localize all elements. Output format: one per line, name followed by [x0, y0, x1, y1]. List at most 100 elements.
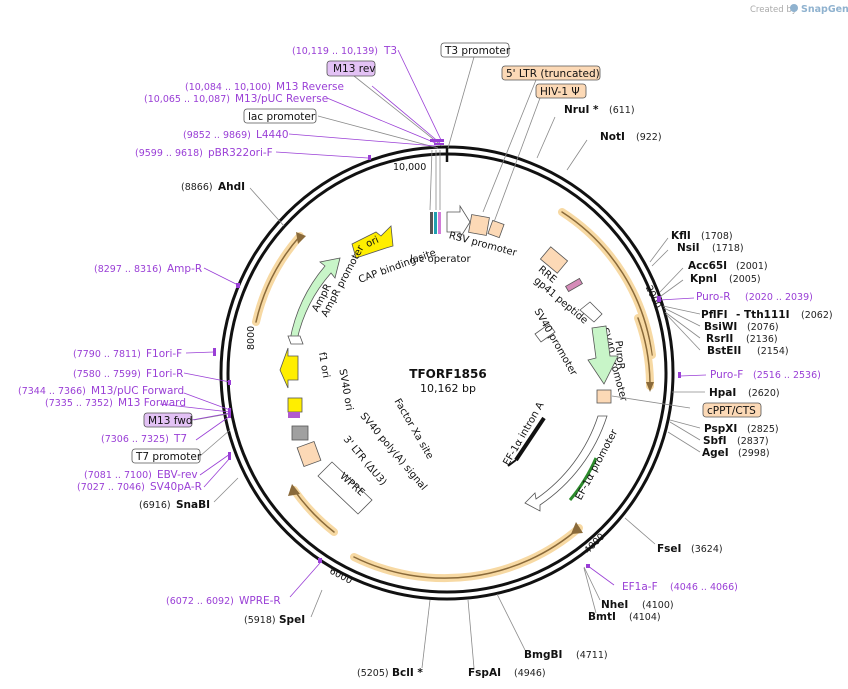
primer-position: (2516 .. 2536)	[753, 370, 821, 381]
sv40-polya-feature	[291, 425, 309, 441]
ef1a-promoter-highlight	[568, 457, 598, 501]
t3-promoter-label: T3 promoter	[444, 45, 511, 57]
m13-fwd-label: M13 fwd	[148, 415, 193, 427]
boxed-annotations: M13 rev T3 promoter 5' LTR (truncated) H…	[131, 42, 762, 464]
primer-position: (9852 .. 9869)	[183, 130, 251, 141]
puror-label: PuroR	[612, 340, 626, 370]
site-position: (2076)	[747, 322, 779, 333]
site-name-secondary: - Tth111I	[736, 309, 790, 321]
t3-promoter-box	[440, 42, 510, 58]
primer-name: M13 Forward	[118, 397, 186, 409]
primer-name: M13 Reverse	[276, 81, 344, 93]
t7-promoter-box	[131, 448, 201, 464]
site-position: (2825)	[747, 424, 779, 435]
site-position: (2005)	[729, 274, 761, 285]
cppt-feature	[596, 389, 612, 404]
primer-name: pBR322ori-F	[208, 147, 273, 159]
primer-name: EBV-rev	[157, 469, 198, 481]
primer-position: (4046 .. 4066)	[670, 582, 738, 593]
primer-position: (10,065 .. 10,087)	[144, 94, 230, 105]
ef1a-intron-label: EF-1α intron A	[501, 400, 546, 467]
primer-name: Puro-R	[696, 291, 731, 303]
m13-fwd-box	[143, 412, 193, 428]
primer-position: (7306 .. 7325)	[101, 434, 169, 445]
primer-position: (7344 .. 7366)	[18, 386, 86, 397]
sv40-polya-label: SV40 poly(A) signal	[358, 411, 429, 493]
orf-arrowhead	[646, 382, 654, 392]
site-position: (2620)	[748, 388, 780, 399]
site-name: SpeI	[279, 614, 305, 626]
site-name: FseI	[657, 543, 681, 555]
tick-label: 10,000	[393, 162, 426, 173]
rsv-promoter-feature	[446, 204, 471, 240]
primer-leader-lines	[159, 49, 707, 598]
wpre-feature	[317, 461, 373, 515]
site-position: (4100)	[642, 600, 674, 611]
sv40-ori-label: SV40 ori	[336, 368, 354, 411]
rre-feature	[539, 246, 569, 274]
primer-position: (10,119 .. 10,139)	[292, 46, 378, 57]
primer-name: EF1a-F	[622, 581, 658, 593]
orf-arcs	[252, 208, 656, 583]
plasmid-name: TFORF1856	[409, 367, 486, 381]
orf-arrowhead	[296, 232, 306, 244]
site-position: (922)	[636, 132, 662, 143]
site-name: FspAI	[468, 667, 501, 679]
tick-label: 8000	[246, 326, 257, 350]
site-position: (4104)	[629, 612, 661, 623]
snapgene-logo-icon	[790, 4, 798, 12]
site-name: HpaI	[709, 387, 736, 399]
primer-name: WPRE-R	[239, 595, 281, 607]
site-name: NruI *	[564, 104, 599, 116]
plasmid-length: 10,162 bp	[420, 382, 476, 395]
primer-position: (9599 .. 9618)	[135, 148, 203, 159]
hiv-psi-label: HIV-1 Ψ	[540, 86, 580, 98]
cppt-label: cPPT/CTS	[707, 405, 756, 417]
site-name: BsiWI	[704, 321, 737, 333]
primer-name: M13/pUC Reverse	[235, 93, 328, 105]
site-name: AgeI	[702, 447, 729, 459]
t7-promoter-label: T7 promoter	[135, 451, 202, 463]
site-name: Acc65I	[688, 260, 727, 272]
site-position: (1708)	[701, 231, 733, 242]
site-name: SnaBI	[176, 499, 210, 511]
site-name: NotI	[600, 131, 625, 143]
primer-name: Puro-F	[710, 369, 743, 381]
gp41-feature	[565, 277, 583, 293]
site-leader-lines	[213, 116, 705, 669]
site-position: (4711)	[576, 650, 608, 661]
primer-name: F1ori-F	[146, 348, 182, 360]
lac-operator-feature	[434, 212, 437, 234]
ltr3-feature	[296, 441, 322, 467]
site-name: KflI	[671, 230, 691, 242]
site-position: (3624)	[691, 544, 723, 555]
primer-name: SV40pA-R	[150, 481, 202, 493]
site-name: NsiI	[677, 242, 700, 254]
site-position: (5918)	[244, 615, 276, 626]
credit-prefix: Created by	[750, 5, 797, 15]
primer-name: T7	[173, 433, 187, 445]
primer-position: (7081 .. 7100)	[84, 470, 152, 481]
site-position: (2154)	[757, 346, 789, 357]
site-name: PflFI	[701, 309, 728, 321]
ampr-promoter-feature	[287, 335, 304, 345]
cap-site-feature	[430, 212, 433, 234]
box-leader-lines	[193, 56, 691, 457]
site-name: PspXI	[704, 423, 737, 435]
primer-position: (2020 .. 2039)	[745, 292, 813, 303]
primer-name: M13/pUC Forward	[91, 385, 184, 397]
site-position: (5205)	[357, 668, 389, 679]
primer-position: (7580 .. 7599)	[73, 369, 141, 380]
restriction-sites: (8866) AhdI NruI * (611) NotI (922) KflI…	[139, 104, 833, 679]
ef1a-promoter-feature	[524, 415, 608, 512]
lac-promoter-label: lac promoter	[248, 111, 316, 123]
site-name: BmtI	[588, 611, 616, 623]
primer-name: T3	[383, 45, 397, 57]
site-name: BstEII	[707, 345, 741, 357]
primer-position: (8297 .. 8316)	[94, 264, 162, 275]
primer-name: F1ori-R	[146, 368, 183, 380]
ef1a-intron-feature	[514, 416, 546, 462]
primer-markers	[213, 139, 681, 568]
site-name: RsrII	[706, 333, 733, 345]
